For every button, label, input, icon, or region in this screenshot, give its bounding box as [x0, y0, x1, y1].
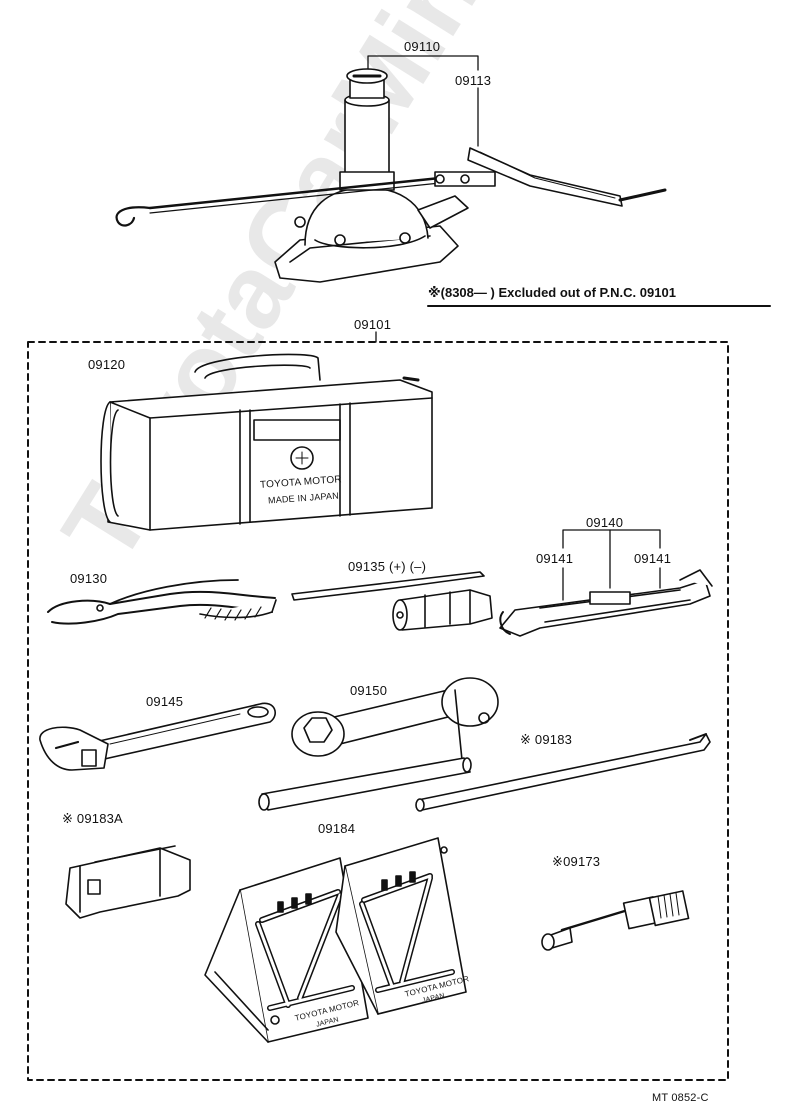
label-wrench-set: 09140: [586, 515, 624, 530]
label-hub-nut-wrench: 09150: [350, 683, 388, 698]
tool-bag-drawing: [100, 353, 433, 531]
label-jack-handle: 09113: [455, 73, 492, 88]
label-pliers: 09130: [70, 571, 108, 586]
label-jack-assembly: 09110: [404, 39, 441, 54]
exclusion-note: ※(8308— ) Excluded out of P.N.C. 09101: [428, 285, 676, 301]
label-adjustable-wrench: 09145: [146, 694, 184, 709]
tire-lever-drawing: [415, 733, 711, 812]
label-tool-set: 09101: [354, 317, 392, 332]
screwdriver-drawing: [291, 571, 493, 631]
wheel-chocks-drawing: [204, 837, 467, 1043]
label-clip-part: ※ 09183A: [62, 811, 123, 826]
note-mark: ※: [428, 285, 441, 300]
figure-code: MT 0852-C: [652, 1092, 709, 1104]
clip-drawing: [65, 845, 191, 919]
label-wrench-left: 09141: [536, 551, 574, 566]
note-text: (8308— ) Excluded out of P.N.C. 09101: [440, 285, 676, 300]
jack-drawing: [115, 55, 667, 283]
label-spark-plug-tool: ※09173: [552, 854, 601, 869]
label-tire-lever: ※ 09183: [520, 732, 573, 747]
label-tool-bag: 09120: [88, 357, 126, 372]
label-screwdriver: 09135 (+) (–): [348, 559, 427, 574]
hub-nut-wrench-drawing: [291, 677, 499, 766]
toolset-boundary: [27, 341, 729, 1081]
handle-bar-drawing: [258, 757, 472, 811]
label-handle-bar: 09184: [318, 821, 356, 836]
wrench-set-drawing: [499, 529, 713, 637]
adjustable-wrench-drawing: [39, 702, 276, 771]
spark-plug-tool-drawing: [541, 890, 690, 951]
pliers-drawing: [47, 579, 277, 625]
label-wrench-right: 09141: [634, 551, 672, 566]
